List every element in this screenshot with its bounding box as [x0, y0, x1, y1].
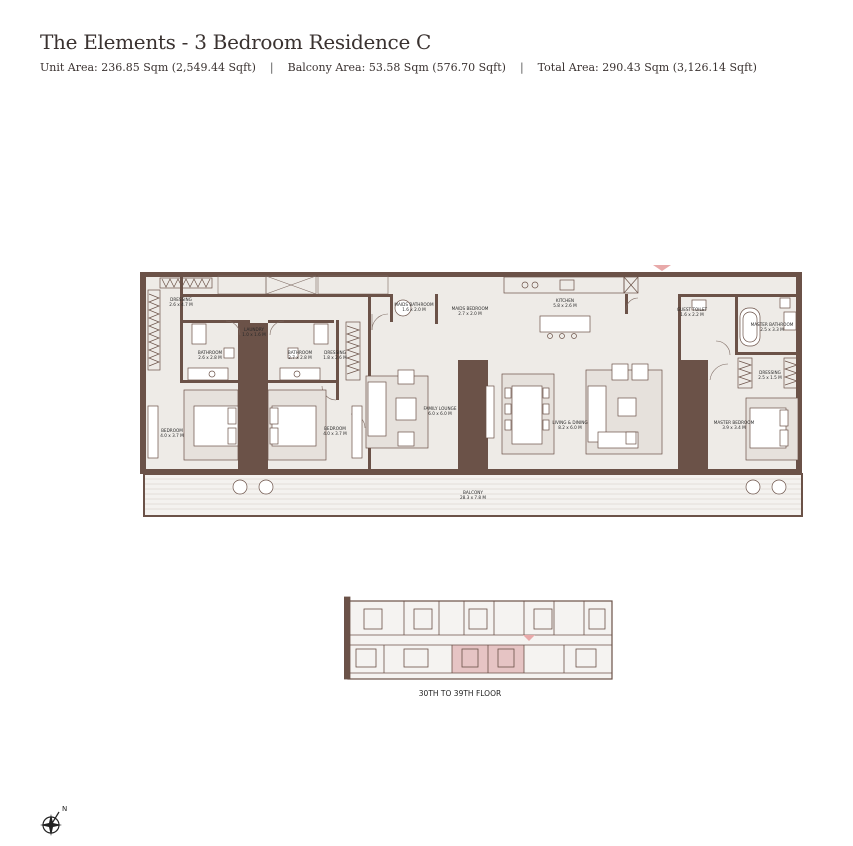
area-summary: Unit Area: 236.85 Sqm (2,549.44 Sqft) | Ba… [40, 61, 757, 74]
page-title: The Elements - 3 Bedroom Residence C [40, 30, 432, 54]
family-lounge-furniture [365, 369, 495, 449]
balcony-area: Balcony Area: 53.58 Sqm (576.70 Sqft) [287, 61, 506, 74]
balcony-decking [145, 478, 801, 510]
separator: | [519, 61, 524, 74]
beds [147, 389, 799, 461]
room-bedroom-2-name: BEDROOM [324, 426, 346, 431]
room-dressing-mid-dim: 1.8 x 2.6 M [323, 355, 347, 360]
unit-area: Unit Area: 236.85 Sqm (2,549.44 Sqft) [40, 61, 256, 74]
room-maids-bathroom-dim: 1.6 x 2.0 M [402, 307, 426, 312]
room-dressing-right-dim: 2.5 x 1.5 M [758, 375, 782, 380]
separator: | [269, 61, 274, 74]
room-kitchen-name: KITCHEN [556, 298, 574, 303]
room-bathroom-1-name: BATHROOM [198, 350, 223, 355]
room-family-lounge-name: FAMILY LOUNGE [424, 406, 457, 411]
room-bedroom-1-dim: 4.0 x 3.7 M [160, 433, 184, 438]
kitchen-counters [503, 276, 639, 339]
key-plan-caption: 30TH TO 39TH FLOOR [418, 689, 502, 698]
room-laundry-name: LAUNDRY [244, 327, 264, 332]
interior-walls [180, 277, 798, 470]
room-master-bedroom-name: MASTER BEDROOM [714, 420, 755, 425]
compass-icon: N [40, 805, 67, 836]
key-plan [344, 596, 613, 680]
living-furniture [585, 363, 663, 455]
room-bedroom-2-dim: 4.0 x 3.7 M [323, 431, 347, 436]
room-dressing-right-name: DRESSING [759, 370, 781, 375]
wardrobe-left [147, 277, 213, 371]
outer-walls [140, 272, 802, 474]
room-laundry-dim: 1.0 x 1.6 M [242, 332, 266, 337]
room-bathroom-2-dim: 2.7 x 2.8 M [288, 355, 312, 360]
balcony-chairs [232, 479, 787, 495]
compass-north-label: N [62, 805, 67, 813]
key-plan-marker [523, 635, 535, 641]
room-maids-bedroom-dim: 2.7 x 2.0 M [458, 311, 482, 316]
room-balcony-name: BALCONY [463, 490, 483, 495]
key-plan-walls [344, 596, 612, 680]
room-bedroom-1-name: BEDROOM [161, 428, 183, 433]
room-living-dining-name: LIVING & DINING [552, 420, 587, 425]
dining-furniture [501, 373, 555, 455]
room-guest-toilet-name: GUEST TOILET [677, 307, 708, 312]
room-family-lounge-dim: 6.0 x 6.0 M [428, 411, 452, 416]
room-dressing-left-dim: 2.6 x 4.7 M [169, 302, 193, 307]
room-dressing-mid-name: DRESSING [324, 350, 346, 355]
room-maids-bathroom-name: MAIDS BATHROOM [394, 302, 434, 307]
room-maids-bedroom-name: MAIDS BEDROOM [452, 306, 489, 311]
room-living-dining-dim: 8.2 x 6.0 M [558, 425, 582, 430]
room-master-bathroom-name: MASTER BATHROOM [751, 322, 794, 327]
bathroom-fixtures [187, 297, 797, 381]
door-swings [225, 297, 731, 429]
room-dressing-left-name: DRESSING [170, 297, 192, 302]
room-master-bathroom-dim: 2.5 x 3.3 M [760, 327, 784, 332]
room-kitchen-dim: 5.8 x 2.6 M [553, 303, 577, 308]
total-area: Total Area: 290.43 Sqm (3,126.14 Sqft) [537, 61, 757, 74]
entry-marker [653, 265, 671, 271]
room-bathroom-1-dim: 2.6 x 2.8 M [198, 355, 222, 360]
room-balcony-dim: 28.3 x 7.8 M [460, 495, 486, 500]
room-guest-toilet-dim: 1.6 x 2.2 M [680, 312, 704, 317]
room-master-bedroom-dim: 3.9 x 3.4 M [722, 425, 746, 430]
wardrobe-mid [345, 321, 799, 389]
room-bathroom-2-name: BATHROOM [288, 350, 313, 355]
